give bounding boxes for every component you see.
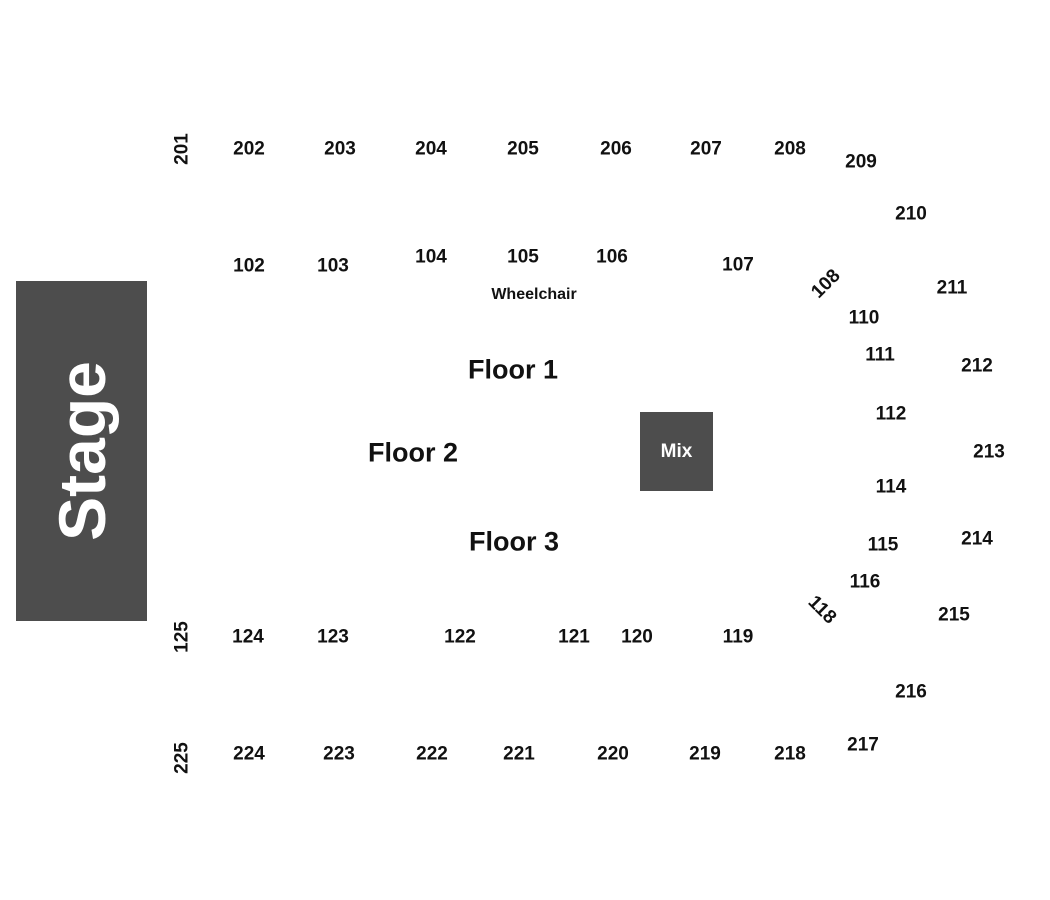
section-108[interactable]: 108	[807, 265, 845, 303]
section-115[interactable]: 115	[867, 534, 899, 556]
wheelchair-label: Wheelchair	[491, 286, 577, 303]
section-107[interactable]: 107	[722, 254, 754, 276]
section-120[interactable]: 120	[621, 626, 653, 648]
section-215[interactable]: 215	[938, 604, 970, 626]
section-104[interactable]: 104	[415, 246, 447, 268]
section-223[interactable]: 223	[323, 743, 355, 765]
section-111[interactable]: 111	[865, 344, 895, 366]
section-202[interactable]: 202	[233, 138, 265, 160]
section-212[interactable]: 212	[961, 355, 993, 377]
section-214[interactable]: 214	[961, 528, 993, 550]
mix-booth[interactable]: Mix	[640, 412, 713, 491]
section-208[interactable]: 208	[774, 138, 806, 160]
section-206[interactable]: 206	[600, 138, 632, 160]
section-204[interactable]: 204	[415, 138, 447, 160]
section-225[interactable]: 225	[171, 742, 193, 774]
section-207[interactable]: 207	[690, 138, 722, 160]
section-122[interactable]: 122	[444, 626, 476, 648]
section-114[interactable]: 114	[875, 476, 907, 498]
section-205[interactable]: 205	[507, 138, 539, 160]
section-118[interactable]: 118	[803, 591, 841, 629]
stage-block[interactable]: Stage	[16, 281, 147, 621]
section-106[interactable]: 106	[596, 246, 628, 268]
floor-3-label[interactable]: Floor 3	[468, 526, 560, 557]
section-224[interactable]: 224	[233, 743, 265, 765]
section-105[interactable]: 105	[507, 246, 539, 268]
section-116[interactable]: 116	[849, 571, 881, 593]
stage-label: Stage	[44, 361, 119, 541]
section-217[interactable]: 217	[847, 734, 879, 756]
section-123[interactable]: 123	[317, 626, 349, 648]
section-219[interactable]: 219	[689, 743, 721, 765]
section-110[interactable]: 110	[848, 307, 880, 329]
section-124[interactable]: 124	[232, 626, 264, 648]
mix-label: Mix	[660, 440, 693, 462]
section-121[interactable]: 121	[558, 626, 590, 648]
section-119[interactable]: 119	[722, 626, 754, 648]
section-216[interactable]: 216	[895, 681, 927, 703]
section-218[interactable]: 218	[774, 743, 806, 765]
section-103[interactable]: 103	[317, 255, 349, 277]
section-211[interactable]: 211	[936, 277, 968, 299]
section-220[interactable]: 220	[597, 743, 629, 765]
section-213[interactable]: 213	[973, 441, 1005, 463]
section-112[interactable]: 112	[875, 403, 907, 425]
section-201[interactable]: 201	[171, 133, 193, 165]
floor-2-label[interactable]: Floor 2	[367, 437, 459, 468]
floor-1-label[interactable]: Floor 1	[467, 354, 559, 385]
section-209[interactable]: 209	[845, 151, 877, 173]
section-222[interactable]: 222	[416, 743, 448, 765]
section-210[interactable]: 210	[895, 203, 927, 225]
section-221[interactable]: 221	[503, 743, 535, 765]
section-203[interactable]: 203	[324, 138, 356, 160]
section-102[interactable]: 102	[233, 255, 265, 277]
section-125[interactable]: 125	[171, 621, 193, 653]
